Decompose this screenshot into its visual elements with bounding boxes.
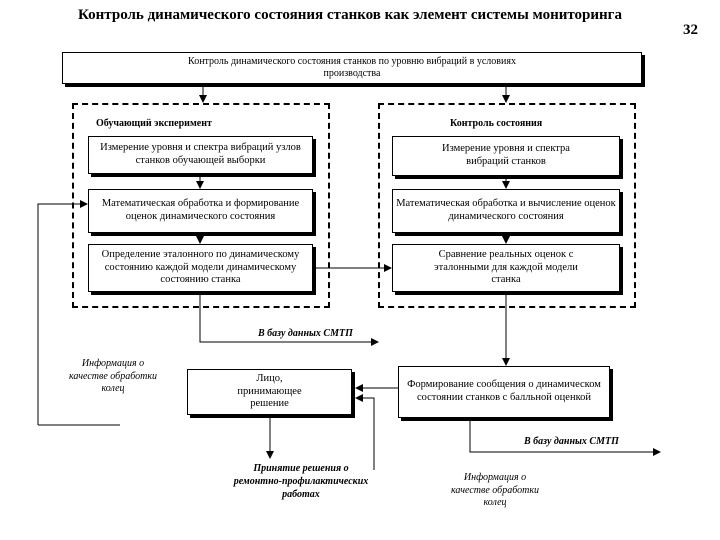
decision-maker-box: Лицо, принимающее решение	[187, 369, 352, 415]
page-title: Контроль динамического состояния станков…	[78, 7, 622, 23]
left-group-label: Обучающий эксперимент	[96, 118, 212, 129]
right-step-1: Измерение уровня и спектра вибраций стан…	[392, 136, 620, 176]
right-group-frame	[378, 103, 636, 308]
left-step-3: Определение эталонного по динамическому …	[88, 244, 313, 292]
top-box-text: Контроль динамического состояния станков…	[188, 56, 516, 79]
left-step-2: Математическая обработка и формирование …	[88, 189, 313, 233]
top-box: Контроль динамического состояния станков…	[62, 52, 642, 84]
db-label-2: В базу данных СМТП	[524, 436, 619, 447]
right-step-3: Сравнение реальных оценок с эталонными д…	[392, 244, 620, 292]
arrow-to-db-2	[469, 418, 661, 456]
arrow-info-left-loop	[37, 200, 88, 425]
right-step-3-text: Сравнение реальных оценок с эталонными д…	[434, 249, 578, 286]
right-step-2-text: Математическая обработка и вычисление оц…	[396, 198, 616, 222]
left-step-1: Измерение уровня и спектра вибраций узло…	[88, 136, 313, 174]
decision-maker-text: Лицо, принимающее решение	[237, 373, 302, 410]
message-box-text: Формирование сообщения о динамическом со…	[407, 379, 601, 403]
right-step-1-text: Измерение уровня и спектра вибраций стан…	[442, 143, 570, 167]
left-step-1-text: Измерение уровня и спектра вибраций узло…	[100, 142, 301, 166]
arrow-to-db-1	[199, 292, 379, 346]
right-step-2: Математическая обработка и вычисление оц…	[392, 189, 620, 233]
page-number: 32	[683, 22, 698, 38]
message-box: Формирование сообщения о динамическом со…	[398, 366, 610, 418]
info-bottom: Информация о качестве обработки колец	[450, 472, 539, 508]
left-step-2-text: Математическая обработка и формирование …	[101, 198, 300, 222]
db-label-1: В базу данных СМТП	[258, 328, 353, 339]
info-left: Информация о качестве обработки колец	[68, 358, 157, 394]
left-step-3-text: Определение эталонного по динамическому …	[101, 249, 300, 286]
decision-text: Принятие решения о ремонтно-профилактиче…	[233, 463, 369, 500]
right-group-label: Контроль состояния	[450, 118, 543, 129]
left-group-frame	[72, 103, 330, 308]
arrow-info-to-decision	[355, 394, 375, 470]
